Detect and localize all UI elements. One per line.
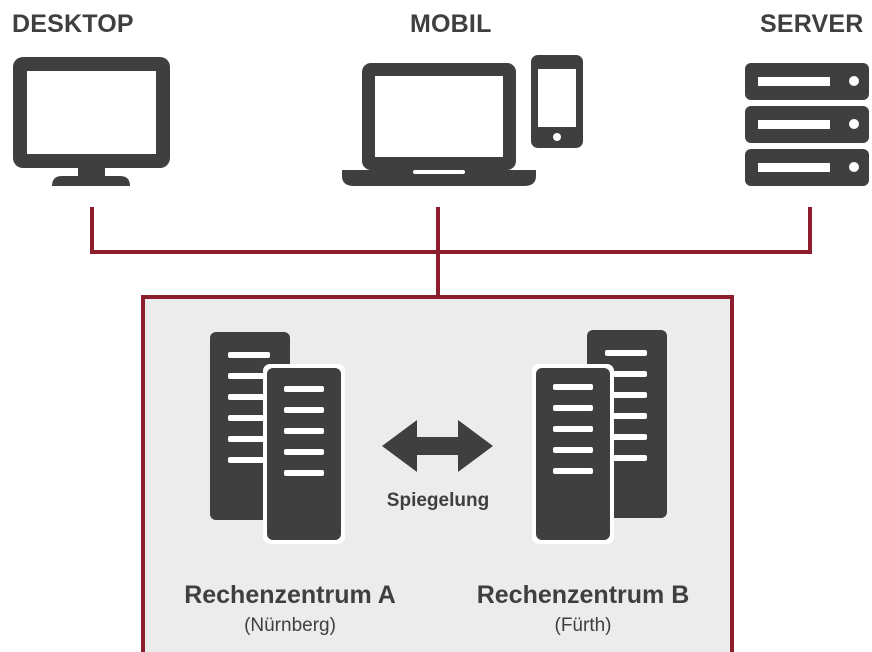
mirroring-double-arrow-icon xyxy=(382,420,493,472)
mobile-label: MOBIL xyxy=(410,10,492,38)
server-label: SERVER xyxy=(760,10,864,38)
desktop-monitor-icon xyxy=(13,57,170,186)
datacenter-a-name: Rechenzentrum A xyxy=(184,581,396,609)
connector-lines xyxy=(90,207,812,297)
datacenter-a-city: (Nürnberg) xyxy=(244,615,336,636)
datacenter-b-city: (Fürth) xyxy=(554,615,612,636)
server-rack-icon xyxy=(745,63,869,186)
mirroring-label: Spiegelung xyxy=(386,490,490,511)
desktop-label: DESKTOP xyxy=(12,10,134,38)
datacenter-a-server-icon xyxy=(210,332,345,544)
datacenter-b-name: Rechenzentrum B xyxy=(476,581,690,609)
laptop-icon xyxy=(342,63,536,186)
phone-icon xyxy=(531,55,583,148)
datacenter-b-server-icon xyxy=(532,330,667,544)
